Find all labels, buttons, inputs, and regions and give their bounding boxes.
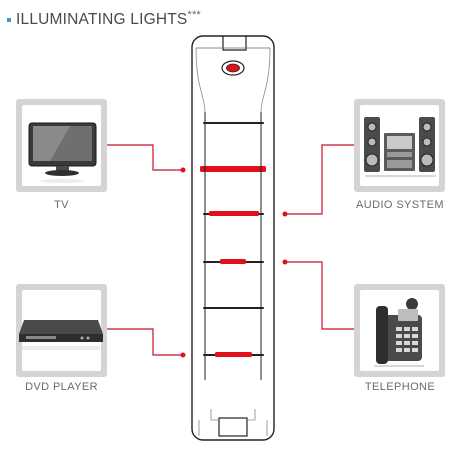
audio-system-icon bbox=[364, 117, 436, 177]
telephone-light-bar bbox=[220, 259, 246, 264]
telephone-icon bbox=[374, 298, 424, 367]
dvd-player-icon bbox=[19, 320, 103, 350]
dvd-player-label: DVD PLAYER bbox=[25, 381, 98, 393]
tv-connector bbox=[107, 144, 183, 171]
tv-label: TV bbox=[54, 199, 69, 211]
title-group: ILLUMINATING LIGHTS*** bbox=[7, 9, 201, 29]
telephone-label: TELEPHONE bbox=[364, 381, 436, 393]
dvd-connector bbox=[107, 328, 183, 356]
telephone-connector bbox=[285, 261, 354, 330]
power-strip bbox=[191, 35, 275, 441]
strip-side-lines bbox=[204, 112, 262, 380]
audio-system-label: AUDIO SYSTEM bbox=[356, 199, 444, 211]
tv-light-bar bbox=[200, 166, 266, 172]
tv-icon bbox=[28, 122, 97, 183]
audio-connector bbox=[285, 144, 354, 215]
connectors bbox=[107, 144, 354, 356]
illumination-bars bbox=[200, 166, 266, 357]
page-title: ILLUMINATING LIGHTS*** bbox=[16, 9, 201, 29]
audio-light-bar bbox=[209, 211, 259, 216]
dvd-light-bar bbox=[215, 352, 252, 357]
title-stars: *** bbox=[187, 9, 201, 21]
connector-dots bbox=[180, 167, 288, 358]
title-bullet bbox=[7, 17, 11, 22]
power-switch-icon bbox=[221, 60, 245, 76]
